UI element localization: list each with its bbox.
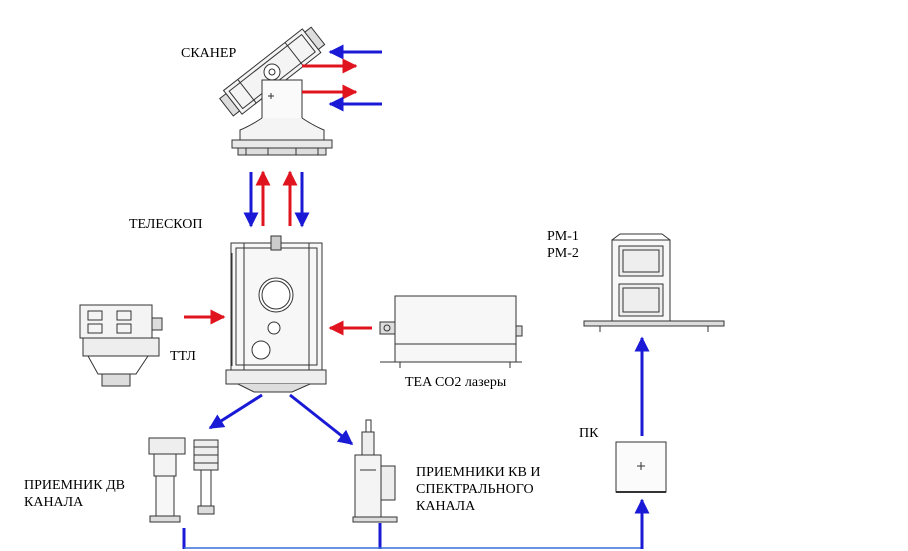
rm-device-icon [583, 233, 725, 332]
scanner-device-icon [219, 26, 333, 156]
lasers-label: TEA CO2 лазеры [405, 375, 507, 390]
laser-device-icon [379, 295, 523, 368]
telescope-device-icon [225, 235, 327, 393]
telescope-to-dv-arrow [208, 393, 263, 430]
scanner-label: СКАНЕР [181, 46, 237, 61]
dv-receiver-device-icon [148, 437, 219, 523]
dv-receiver-label: ПРИЕМНИК ДВ КАНАЛА [24, 478, 125, 510]
telescope-label: ТЕЛЕСКОП [129, 217, 203, 232]
telescope-to-kv-arrow [289, 393, 354, 446]
ttl-label: ТТЛ [170, 349, 196, 364]
ttl-device-icon [79, 304, 163, 387]
kv-receiver-label: ПРИЕМНИКИ КВ И СПЕКТРАЛЬНОГО КАНАЛА [416, 465, 541, 514]
rm-label: РМ-1 РМ-2 [547, 229, 579, 261]
pk-label: ПК [579, 426, 599, 441]
kv-receiver-device-icon [352, 419, 398, 523]
pk-device-icon [615, 441, 667, 493]
